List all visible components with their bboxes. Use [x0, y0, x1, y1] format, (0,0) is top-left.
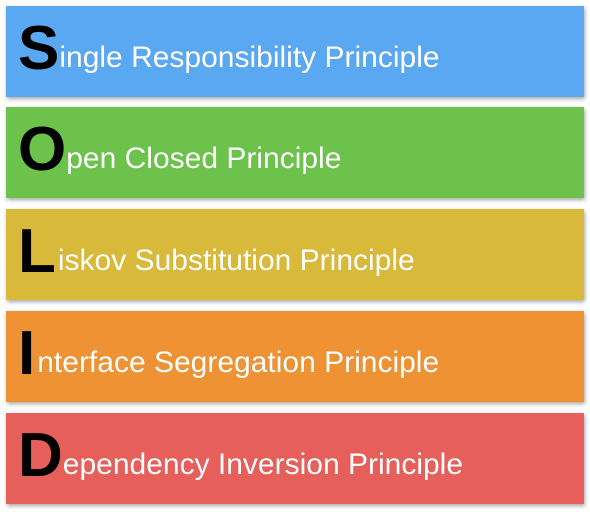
principle-initial-letter: S [18, 13, 60, 83]
principle-initial-letter: D [18, 420, 63, 490]
principle-initial-letter: O [18, 114, 67, 184]
principle-initial-letter: I [18, 318, 36, 388]
principle-name-rest: iskov Substitution Principle [57, 243, 415, 277]
principle-name-rest: ingle Responsibility Principle [59, 40, 440, 74]
principle-name-rest: pen Closed Principle [66, 141, 342, 175]
principle-name-rest: ependency Inversion Principle [62, 447, 464, 481]
principle-initial-letter: L [18, 216, 56, 286]
principle-name-rest: nterface Segregation Principle [37, 345, 440, 379]
